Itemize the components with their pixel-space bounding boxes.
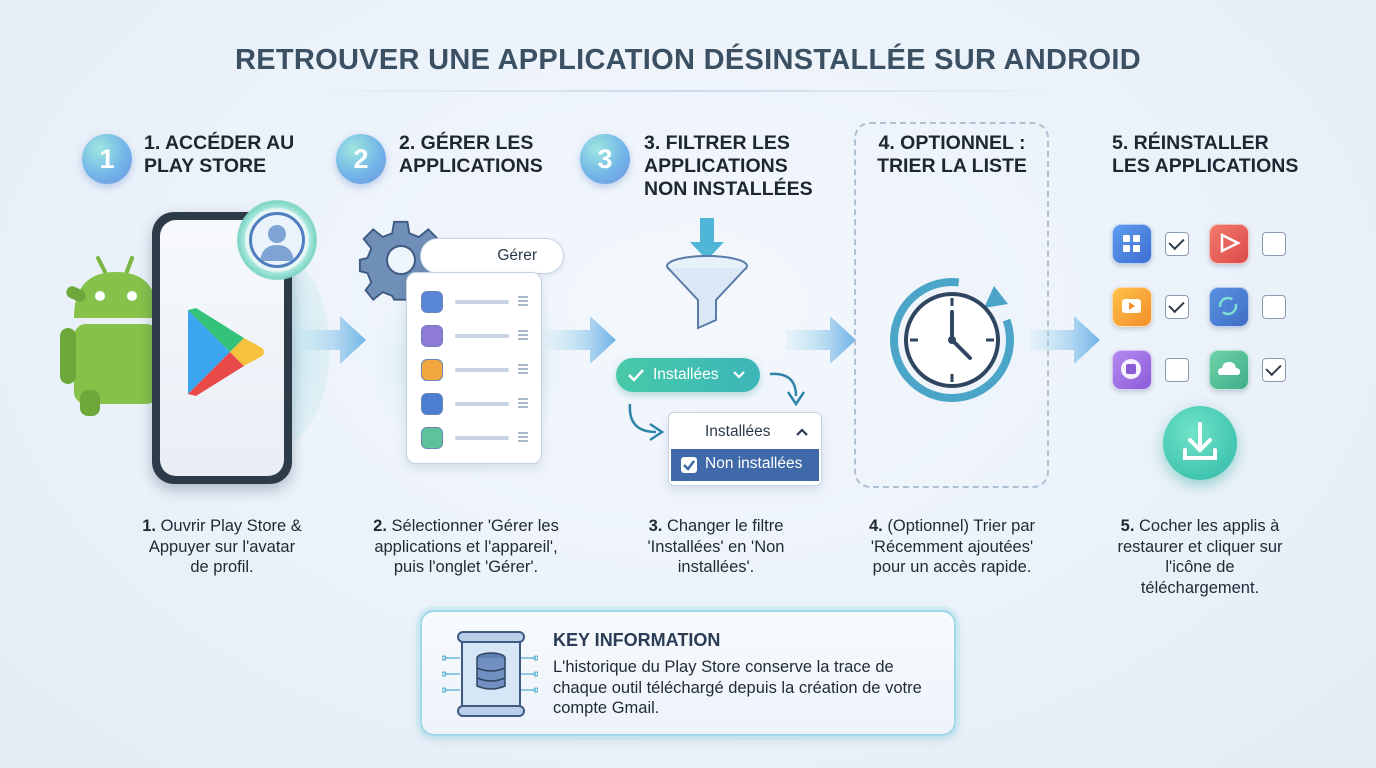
cloud-app-icon[interactable] [1209, 350, 1249, 390]
installed-filter-pill[interactable]: Installées [616, 358, 760, 392]
step-3-description: 3. Changer le filtre 'Installées' en 'No… [647, 517, 785, 576]
list-item[interactable] [421, 393, 531, 415]
download-icon [1183, 422, 1217, 460]
step-3-badge: 3 [580, 134, 630, 184]
dropdown-header-label: Installées [705, 423, 771, 440]
check-icon [628, 369, 644, 382]
app-checkbox-4[interactable] [1262, 295, 1286, 319]
step-2-description: 2. Sélectionner 'Gérer les applications … [373, 517, 559, 576]
manage-app-list [406, 272, 542, 464]
optional-step-frame [854, 122, 1049, 488]
step-4-title: 4. OPTIONNEL : TRIER LA LISTE [877, 132, 1027, 177]
video-app-icon [421, 359, 443, 381]
download-button[interactable] [1163, 406, 1237, 480]
curved-arrow-icon [628, 403, 665, 442]
arrow-right-icon [786, 316, 856, 364]
step-1-badge: 1 [82, 134, 132, 184]
database-scroll-icon [442, 631, 538, 717]
sync-app-icon [421, 393, 443, 415]
curved-arrow-icon [769, 372, 806, 407]
title-divider [300, 90, 1076, 92]
app-checkbox-3[interactable] [1165, 295, 1189, 319]
play-app-icon[interactable] [1209, 224, 1249, 264]
page-title: RETROUVER UNE APPLICATION DÉSINSTALLÉE S… [235, 44, 1141, 76]
app-checkbox-5[interactable] [1165, 358, 1189, 382]
app-checkbox-1[interactable] [1165, 232, 1189, 256]
profile-avatar[interactable] [249, 212, 305, 268]
checkbox-checked-icon [681, 457, 697, 473]
user-icon [260, 225, 294, 261]
video-app-icon[interactable] [1112, 287, 1152, 327]
clock-history-icon [890, 278, 1014, 402]
step-3-title: 3. FILTRER LES APPLICATIONS NON INSTALLÉ… [644, 132, 813, 200]
funnel-icon [666, 218, 748, 330]
filter-dropdown[interactable]: Installées Non installées [668, 412, 822, 486]
chevron-up-icon [796, 428, 808, 436]
square-app-icon[interactable] [1112, 350, 1152, 390]
chevron-down-icon [733, 371, 745, 379]
step-2-title: 2. GÉRER LES APPLICATIONS [399, 132, 543, 177]
list-item[interactable] [421, 325, 531, 347]
play-store-icon[interactable] [184, 306, 266, 398]
dropdown-option-label: Non installées [705, 455, 803, 472]
arrow-right-icon [1030, 316, 1100, 364]
key-information-text: L'historique du Play Store conserve la t… [553, 658, 922, 717]
step-2-badge: 2 [336, 134, 386, 184]
grid-app-icon [421, 291, 443, 313]
cloud-app-icon [421, 427, 443, 449]
dropdown-header[interactable]: Installées [669, 413, 821, 449]
list-item[interactable] [421, 291, 531, 313]
key-information-title: KEY INFORMATION [553, 630, 721, 650]
list-item[interactable] [421, 427, 531, 449]
manage-tab[interactable]: Gérer [420, 238, 564, 274]
step-4-description: 4. (Optionnel) Trier par 'Récemment ajou… [869, 517, 1035, 576]
arrow-right-icon [296, 316, 366, 364]
app-checkbox-6[interactable] [1262, 358, 1286, 382]
manage-tab-label: Gérer [497, 247, 537, 264]
android-robot-icon [60, 256, 158, 416]
dropdown-option-not-installed[interactable]: Non installées [671, 449, 819, 481]
list-item[interactable] [421, 359, 531, 381]
step-5-description: 5. Cocher les applis à restaurer et cliq… [1117, 517, 1283, 597]
step-1-description: 1. Ouvrir Play Store & Appuyer sur l'ava… [142, 517, 302, 576]
installed-filter-label: Installées [653, 366, 719, 383]
key-information-box: KEY INFORMATION L'historique du Play Sto… [420, 610, 956, 736]
sync-app-icon[interactable] [1209, 287, 1249, 327]
step-5-title: 5. RÉINSTALLER LES APPLICATIONS [1112, 132, 1299, 177]
step-1-title: 1. ACCÉDER AU PLAY STORE [144, 132, 295, 177]
app-checkbox-2[interactable] [1262, 232, 1286, 256]
share-app-icon [421, 325, 443, 347]
arrow-right-icon [546, 316, 616, 364]
grid-app-icon[interactable] [1112, 224, 1152, 264]
